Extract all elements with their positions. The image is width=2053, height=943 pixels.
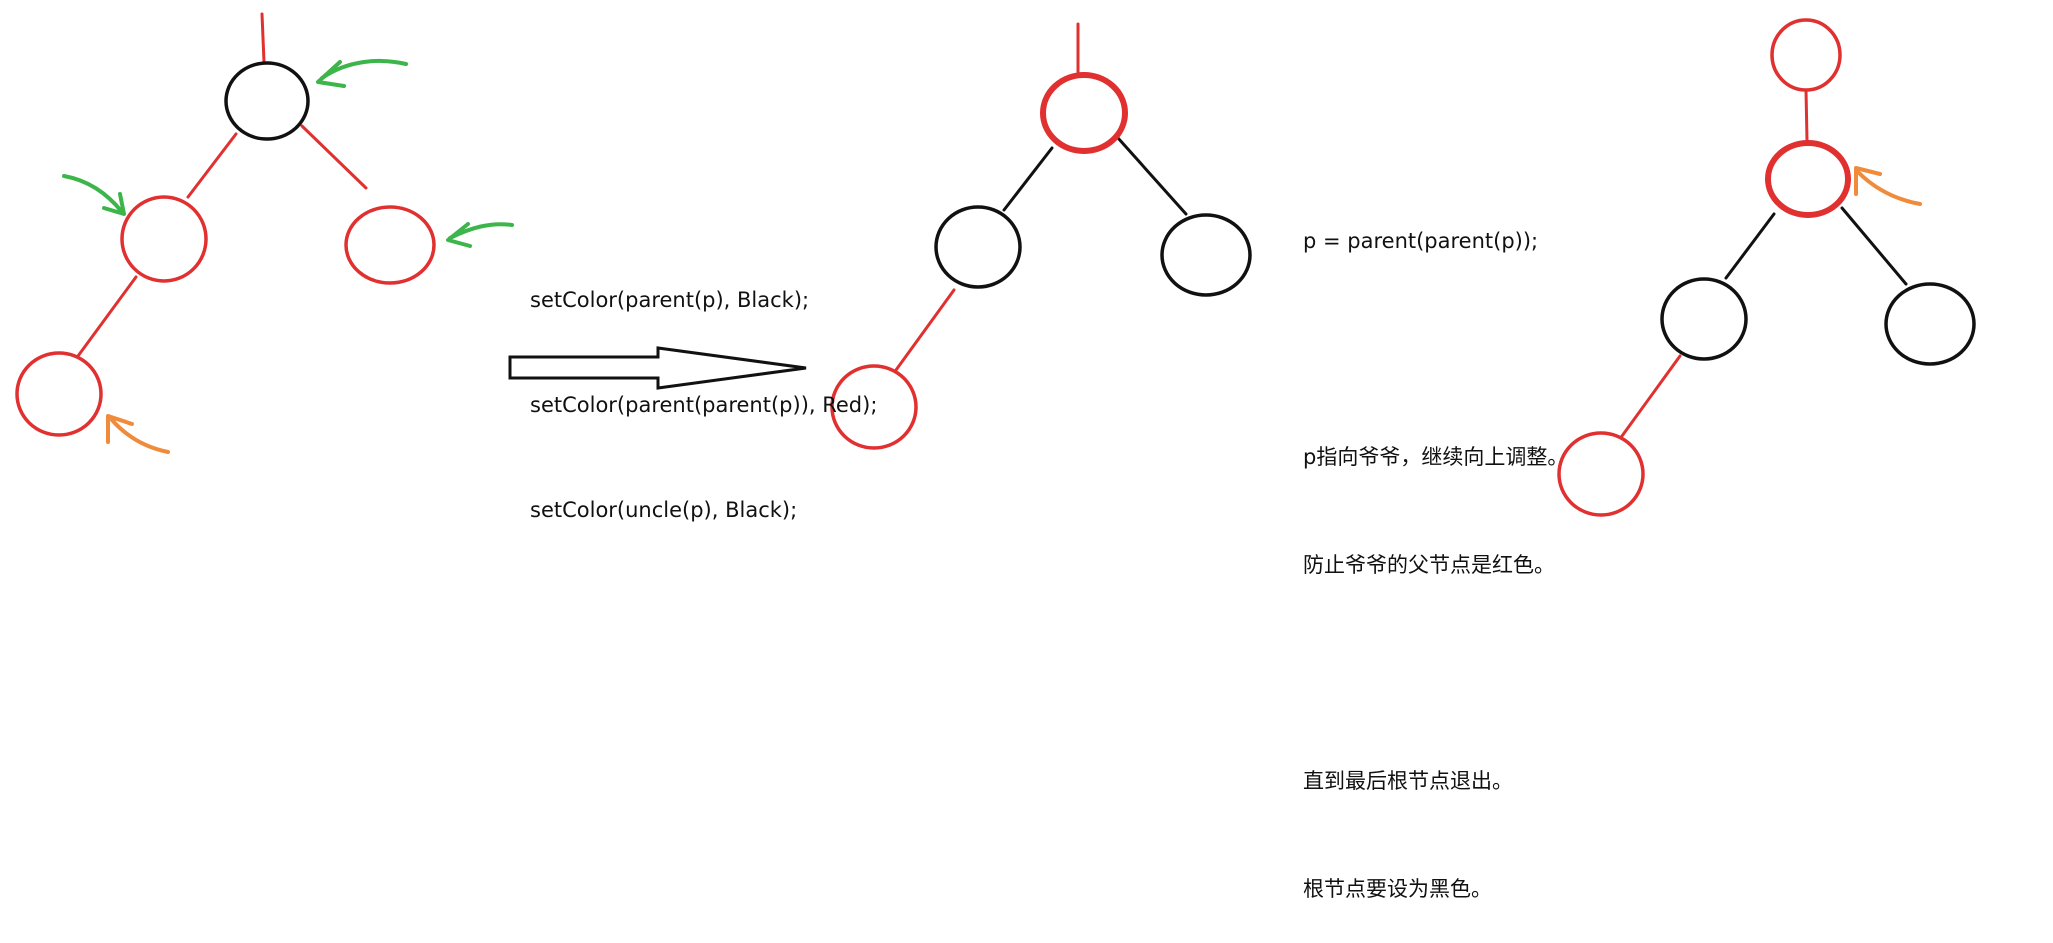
edge-parent-new-3 [1620, 354, 1682, 438]
note-block: p = parent(parent(p)); p指向爷爷，继续向上调整。 防止爷… [1303, 151, 1568, 943]
note-line-6: 直到最后根节点退出。 [1303, 769, 1513, 793]
orange-arrow-newnode [106, 414, 170, 454]
note-line-5 [1303, 655, 1568, 691]
code-line-2: setColor(parent(parent(p)), Red); [530, 393, 878, 417]
green-arrow-parent [62, 174, 126, 216]
note-line-4: 防止爷爷的父节点是红色。 [1303, 553, 1555, 577]
edge-gp-uncle-3 [1840, 206, 1908, 286]
code-block: setColor(parent(p), Black); setColor(par… [530, 213, 877, 563]
note-line-7: 根节点要设为黑色。 [1303, 877, 1492, 901]
node-new-3 [1557, 431, 1645, 517]
node-parent-2 [934, 205, 1022, 289]
diagram-canvas [15, 12, 1976, 517]
transition-arrow [508, 346, 807, 390]
tree-before [15, 12, 514, 454]
orange-arrow-grandparent-3 [1854, 166, 1922, 206]
node-grandparent-2 [1040, 72, 1128, 154]
edge-grandparent-uncle [300, 124, 368, 190]
node-new [15, 351, 103, 437]
edge-root-stub [260, 12, 266, 64]
node-great-grandparent-3 [1770, 18, 1842, 92]
node-uncle-3 [1884, 282, 1976, 366]
edge-ggp-gp-3 [1804, 88, 1809, 142]
tree-move-up [1557, 18, 1976, 517]
edge-gp-parent-2 [1002, 146, 1054, 212]
green-arrow-grandparent [316, 58, 408, 88]
node-parent [120, 195, 208, 283]
edge-parent-new-2 [894, 288, 956, 372]
node-parent-3 [1660, 277, 1748, 361]
node-grandparent-3 [1765, 140, 1851, 218]
edge-grandparent-parent [186, 132, 238, 199]
node-uncle-2 [1160, 213, 1252, 297]
note-line-3: p指向爷爷，继续向上调整。 [1303, 445, 1569, 469]
note-line-2 [1303, 331, 1568, 367]
node-new-2 [830, 364, 918, 450]
node-uncle [344, 205, 436, 285]
code-line-1: setColor(parent(p), Black); [530, 288, 810, 312]
note-line-1: p = parent(parent(p)); [1303, 229, 1539, 253]
edge-gp-uncle-2 [1116, 136, 1188, 216]
code-line-3: setColor(uncle(p), Black); [530, 498, 798, 522]
green-arrow-uncle [446, 222, 514, 248]
edge-gp-parent-3 [1724, 212, 1776, 280]
tree-after-recolor [830, 22, 1252, 450]
node-grandparent [224, 61, 310, 141]
edge-parent-newnode [76, 275, 138, 358]
